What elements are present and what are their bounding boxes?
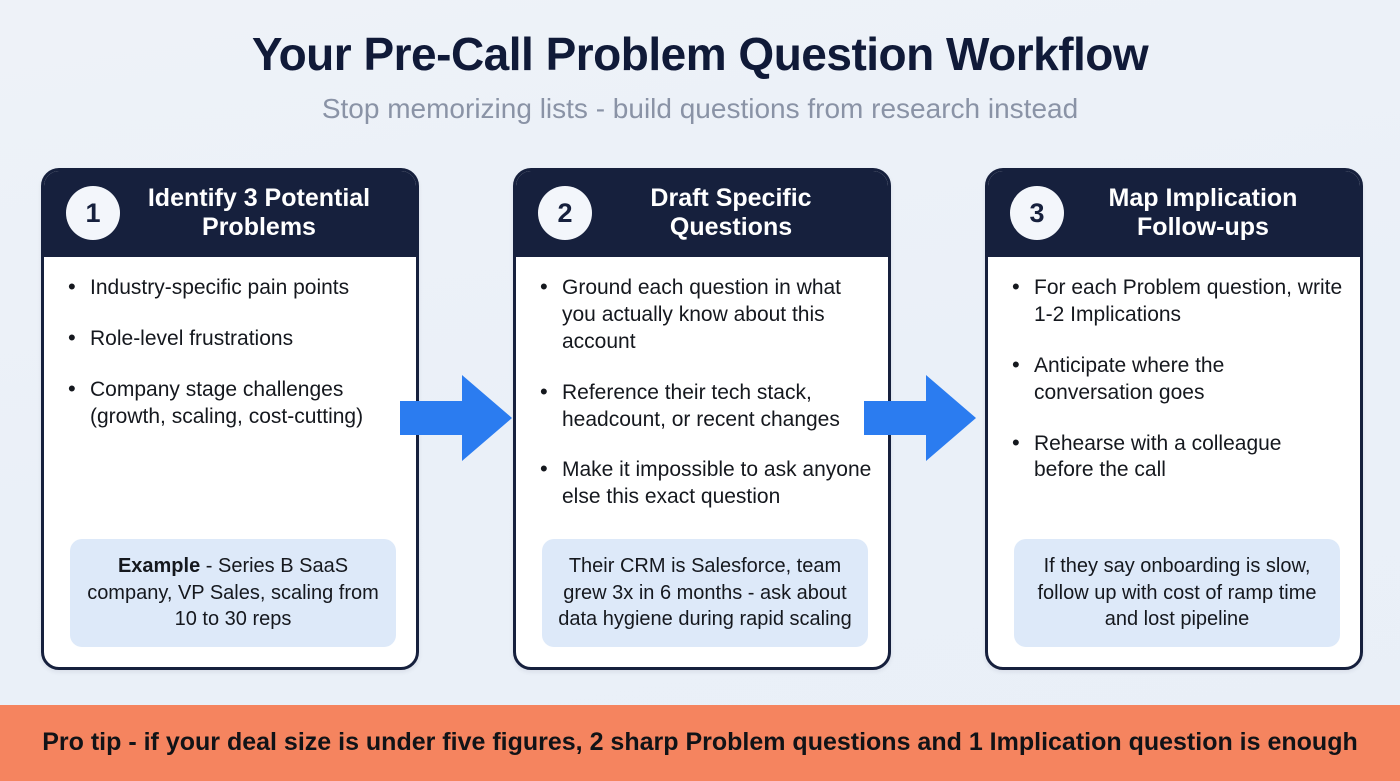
step-number-badge: 3 — [1010, 186, 1064, 240]
example-box: Their CRM is Salesforce, team grew 3x in… — [542, 539, 868, 647]
arrow-right-icon — [400, 375, 512, 461]
list-item: Reference their tech stack, headcount, o… — [538, 378, 872, 434]
list-item: Role-level frustrations — [66, 324, 400, 353]
workflow-steps-row: 1 Identify 3 Potential Problems Industry… — [41, 168, 1363, 670]
bullet-list: Industry-specific pain points Role-level… — [66, 273, 400, 539]
example-text: - Series B SaaS company, VP Sales, scali… — [87, 555, 379, 631]
card-header-step-2: 2 Draft Specific Questions — [516, 171, 888, 257]
example-text: Their CRM is Salesforce, team grew 3x in… — [558, 555, 852, 631]
list-item: Industry-specific pain points — [66, 273, 400, 302]
list-item: Company stage challenges (growth, scalin… — [66, 375, 400, 431]
card-title: Identify 3 Potential Problems — [147, 183, 371, 242]
card-body-step-1: Industry-specific pain points Role-level… — [44, 257, 416, 667]
pro-tip-banner: Pro tip - if your deal size is under fiv… — [0, 705, 1400, 781]
list-item: For each Problem question, write 1-2 Imp… — [1010, 273, 1344, 329]
pro-tip-text: Pro tip - if your deal size is under fiv… — [42, 728, 1358, 757]
list-item: Ground each question in what you actuall… — [538, 273, 872, 356]
example-label: Example — [117, 555, 201, 578]
example-box: Example - Series B SaaS company, VP Sale… — [70, 539, 396, 647]
example-box: If they say onboarding is slow, follow u… — [1014, 539, 1340, 647]
page-header: Your Pre-Call Problem Question Workflow … — [0, 0, 1400, 124]
card-body-step-2: Ground each question in what you actuall… — [516, 257, 888, 667]
bullet-list: For each Problem question, write 1-2 Imp… — [1010, 273, 1344, 539]
card-title: Draft Specific Questions — [650, 183, 812, 242]
page-title: Your Pre-Call Problem Question Workflow — [251, 28, 1149, 80]
workflow-card-step-3[interactable]: 3 Map Implication Follow-ups For each Pr… — [985, 168, 1363, 670]
workflow-card-step-2[interactable]: 2 Draft Specific Questions Ground each q… — [513, 168, 891, 670]
card-header-step-3: 3 Map Implication Follow-ups — [988, 171, 1360, 257]
list-item: Anticipate where the conversation goes — [1010, 351, 1344, 407]
list-item: Make it impossible to ask anyone else th… — [538, 455, 872, 511]
example-text: If they say onboarding is slow, follow u… — [1037, 555, 1317, 631]
card-title: Map Implication Follow-ups — [1108, 183, 1298, 242]
step-number-badge: 1 — [66, 186, 120, 240]
step-number-badge: 2 — [538, 186, 592, 240]
page-subtitle: Stop memorizing lists - build questions … — [321, 92, 1079, 124]
card-header-step-1: 1 Identify 3 Potential Problems — [44, 171, 416, 257]
bullet-list: Ground each question in what you actuall… — [538, 273, 872, 539]
list-item: Rehearse with a colleague before the cal… — [1010, 429, 1344, 485]
workflow-card-step-1[interactable]: 1 Identify 3 Potential Problems Industry… — [41, 168, 419, 670]
arrow-right-icon — [864, 375, 976, 461]
card-body-step-3: For each Problem question, write 1-2 Imp… — [988, 257, 1360, 667]
